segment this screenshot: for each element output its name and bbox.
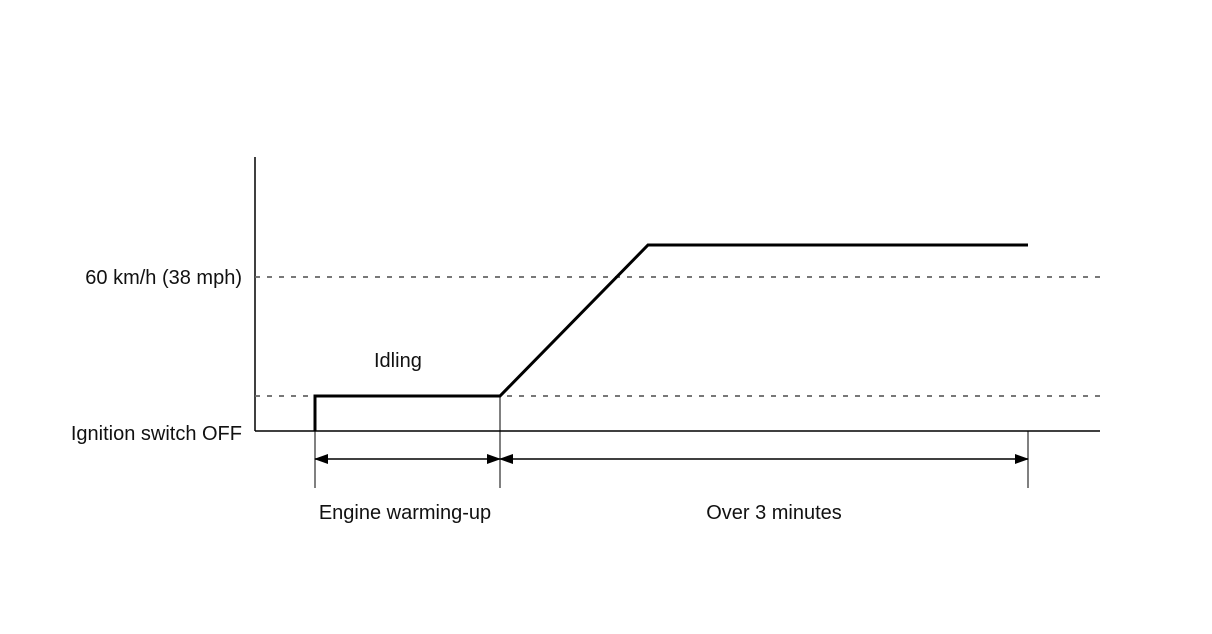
speed-profile-line <box>313 243 1028 431</box>
idling-label: Idling <box>374 350 422 372</box>
speed-60-label: 60 km/h (38 mph) <box>85 267 242 289</box>
drive-phase-label: Over 3 minutes <box>706 502 842 524</box>
ignition-off-label: Ignition switch OFF <box>71 423 242 445</box>
warmup-phase-label: Engine warming-up <box>319 502 491 524</box>
